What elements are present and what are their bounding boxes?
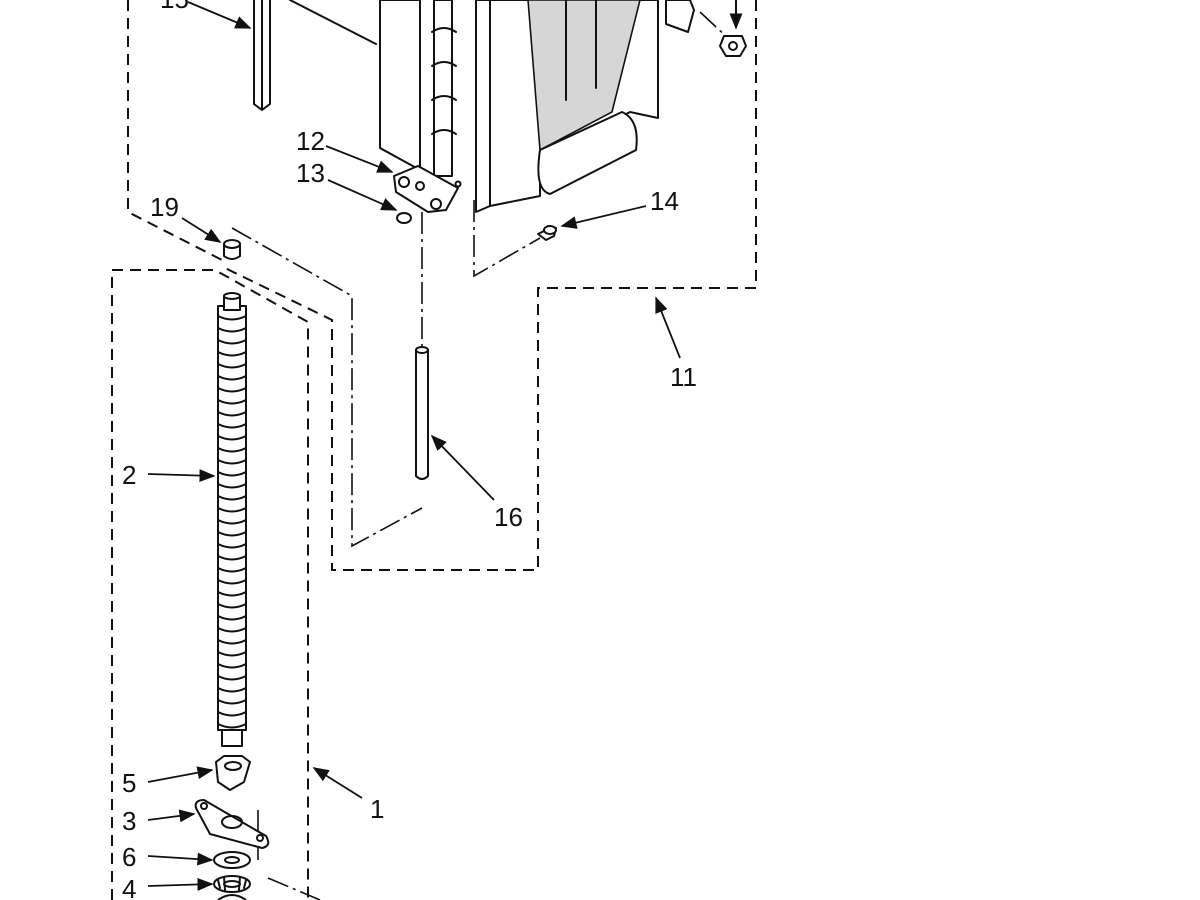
callout-3: 3 (122, 806, 196, 836)
shaft-thread-rib (217, 591, 247, 597)
shaft-thread-rib (217, 675, 247, 681)
shaft-thread-rib (217, 507, 247, 513)
assembly-11-boundary (127, 0, 757, 571)
shaft-thread-rib (217, 387, 247, 393)
callout-12: 12 (296, 126, 394, 173)
shaft-thread-rib (217, 483, 247, 489)
shaft-thread-rib (217, 375, 247, 381)
callout-13-label: 13 (296, 158, 325, 188)
flange-part-3 (194, 799, 270, 849)
shaft-thread-rib (217, 687, 247, 693)
door-assembly (289, 0, 747, 213)
shaft-thread-rib (217, 459, 247, 465)
callout-15-label: 15 (160, 0, 189, 14)
shaft-thread-rib (217, 495, 247, 501)
shaft-thread-rib (217, 615, 247, 621)
shaft-thread-rib (217, 711, 247, 717)
lockwasher-part-4 (213, 875, 251, 900)
bolt-part (719, 35, 747, 57)
callout-6: 6 (122, 842, 214, 872)
centerline-base-2 (267, 877, 321, 900)
callout-1: 1 (312, 767, 384, 824)
shaft-thread-rib (217, 315, 247, 321)
shaft-thread-rib (217, 447, 247, 453)
shaft-thread-rib (217, 651, 247, 657)
shaft-thread-rib (217, 423, 247, 429)
callout-4: 4 (122, 874, 214, 900)
callout-5: 5 (122, 766, 214, 798)
shaft-thread-rib (217, 351, 247, 357)
shaft-thread-rib (217, 327, 247, 333)
callout-13: 13 (296, 158, 398, 211)
callout-4-label: 4 (122, 874, 136, 900)
callout-3-label: 3 (122, 806, 136, 836)
hinge-part-12 (393, 165, 462, 213)
callout-5-label: 5 (122, 768, 136, 798)
shaft-thread-rib (217, 363, 247, 369)
callout-16: 16 (430, 434, 523, 532)
screw-part-14 (537, 225, 557, 241)
shaft-part-2 (217, 292, 247, 747)
centerline-screw-14 (473, 200, 541, 278)
shaft-thread-rib (217, 531, 247, 537)
cap-part-19 (223, 239, 241, 260)
centerline-rod-16 (231, 227, 423, 548)
shaft-thread-rib (217, 411, 247, 417)
callout-14: 14 (560, 186, 679, 229)
shaft-thread-rib (217, 579, 247, 585)
shaft-thread-rib (217, 699, 247, 705)
shaft-thread-rib (217, 435, 247, 441)
shaft-thread-rib (217, 627, 247, 633)
assembly-1-boundary (111, 269, 309, 900)
callout-11: 11 (655, 296, 697, 392)
callout-14-label: 14 (650, 186, 679, 216)
callout-6-label: 6 (122, 842, 136, 872)
callout-19-label: 19 (150, 192, 179, 222)
strip-part-15 (253, 0, 271, 111)
shaft-thread-rib (217, 603, 247, 609)
shaft-thread-rib (217, 723, 247, 729)
callout-1-label: 1 (370, 794, 384, 824)
centerline-bolt (699, 11, 731, 41)
washer-part-6 (213, 851, 251, 869)
shaft-thread-rib (217, 519, 247, 525)
shaft-thread-rib (217, 471, 247, 477)
callout-12-label: 12 (296, 126, 325, 156)
shaft-thread-rib (217, 639, 247, 645)
shaft-thread-rib (217, 567, 247, 573)
shaft-thread-rib (217, 399, 247, 405)
callout-11-label: 11 (670, 362, 697, 392)
shaft-thread-rib (217, 663, 247, 669)
rod-part-16 (415, 346, 429, 480)
callout-2-label: 2 (122, 460, 136, 490)
callout-16-label: 16 (494, 502, 523, 532)
callout-19: 19 (150, 192, 222, 243)
callout-15: 15 (160, 0, 252, 29)
washer-part-13 (396, 212, 412, 224)
callout-2: 2 (122, 460, 216, 490)
shaft-thread-rib (217, 543, 247, 549)
coupling-part-5 (215, 755, 251, 791)
shaft-thread-rib (217, 339, 247, 345)
shaft-thread-rib (217, 555, 247, 561)
